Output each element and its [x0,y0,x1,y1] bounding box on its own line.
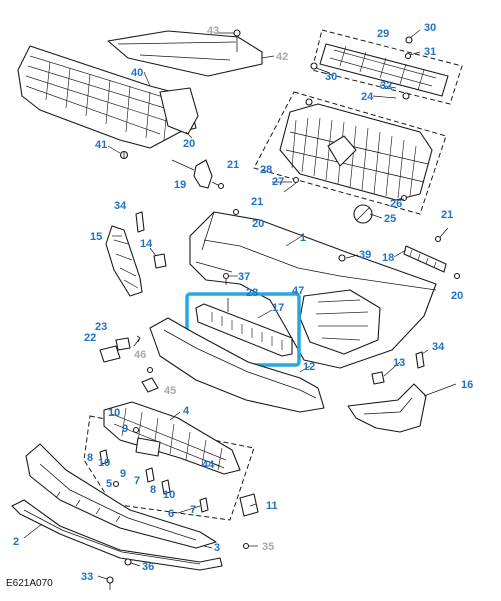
callout-21-cover: 21 [251,196,263,208]
part-clip-14 [153,253,167,269]
callout-31: 31 [424,46,436,58]
callout-3: 3 [214,542,220,554]
callout-21-right: 21 [441,209,453,221]
callout-2: 2 [13,536,19,548]
callout-20-cover: 20 [252,218,264,230]
part-grille-28 [279,98,433,202]
part-lower-spoiler-3 [25,443,217,549]
callout-30-top: 30 [424,22,436,34]
part-clip-34-lower [415,351,425,369]
part-bumper-cover-1 [189,208,437,369]
callout-43: 43 [207,25,219,37]
callout-34-lower: 34 [432,341,445,353]
callout-10-top: 10 [108,407,120,419]
part-grille-surround-12 [149,317,325,413]
callout-12: 12 [303,361,315,373]
callout-45: 45 [164,385,176,397]
callout-47: 47 [292,285,304,297]
callout-7-mid: 7 [134,475,140,487]
part-bracket-11 [239,493,259,517]
callout-28-grille: 28 [260,164,272,176]
callout-14: 14 [140,238,153,250]
part-fixings-33-35-36 [106,542,250,590]
callout-6: 6 [168,508,174,520]
part-side-bracket-18 [403,235,461,280]
part-clips-5-to-10 [99,426,209,513]
callout-15: 15 [90,231,102,243]
leader-lines [23,29,457,580]
callout-46: 46 [134,349,146,361]
callout-29: 29 [377,28,389,40]
part-bumper-beam [17,45,199,149]
callout-34-upper: 34 [114,200,127,212]
part-sensor-bracket-23 [115,335,141,351]
part-lower-lip-2 [11,499,223,571]
callout-10-left: 10 [98,457,110,469]
part-clip-34-upper [135,211,145,233]
callout-17: 17 [272,302,284,314]
callout-16: 16 [461,379,473,391]
callout-9-top: 9 [122,423,128,435]
callout-44: 44 [202,459,215,471]
part-upper-bracket-29 [310,36,449,100]
part-29-group-outline [311,29,463,105]
callout-9-left: 9 [120,468,126,480]
part-fog-bezel-16 [347,383,427,433]
callout-7-right: 7 [190,504,196,516]
callout-18: 18 [382,252,394,264]
callout-33: 33 [81,571,93,583]
callout-36: 36 [142,561,154,573]
callout-4: 4 [183,405,190,417]
callout-39: 39 [359,249,371,261]
callout-41: 41 [95,139,107,151]
part-badge-25 [353,204,373,224]
part-left-bracket-15 [105,225,143,297]
callout-19: 19 [174,179,186,191]
callout-30-left: 30 [325,71,337,83]
lower-grille-group-outline [83,415,255,521]
part-bracket-19 [171,159,225,190]
callout-labels: 43 42 29 30 31 30 32 24 40 20 41 21 19 2… [13,22,473,583]
callout-40: 40 [131,67,143,79]
callout-37: 37 [238,271,250,283]
part-lower-strip-17 [195,298,293,357]
callout-28-lower: 28 [246,287,258,299]
callout-13: 13 [393,357,405,369]
callout-5: 5 [106,478,112,490]
callout-27: 27 [272,176,284,188]
diagram-code: E621A070 [6,578,53,589]
callout-1: 1 [300,232,306,244]
callout-20-right: 20 [451,290,463,302]
callout-42: 42 [276,51,288,63]
callout-11: 11 [266,500,278,512]
callout-25: 25 [384,213,396,225]
part-fixing-46-45 [141,366,159,393]
part-fixing-37 [222,272,230,285]
callout-21-bracket: 21 [227,159,239,171]
grille-group-outline [253,91,447,215]
callout-20-beam: 20 [183,138,195,150]
part-lower-grille-44 [103,401,241,475]
callout-35: 35 [262,541,274,553]
callout-10-mid: 10 [163,489,175,501]
callout-32: 32 [380,80,392,92]
callout-8-mid: 8 [150,484,156,496]
callout-8-left: 8 [87,452,93,464]
part-sensor-22 [99,345,121,363]
callout-26: 26 [390,198,402,210]
callout-23: 23 [95,321,107,333]
callout-22: 22 [84,332,96,344]
part-clip-13 [371,371,385,385]
part-bolt-41 [119,150,129,160]
callout-24: 24 [361,91,374,103]
